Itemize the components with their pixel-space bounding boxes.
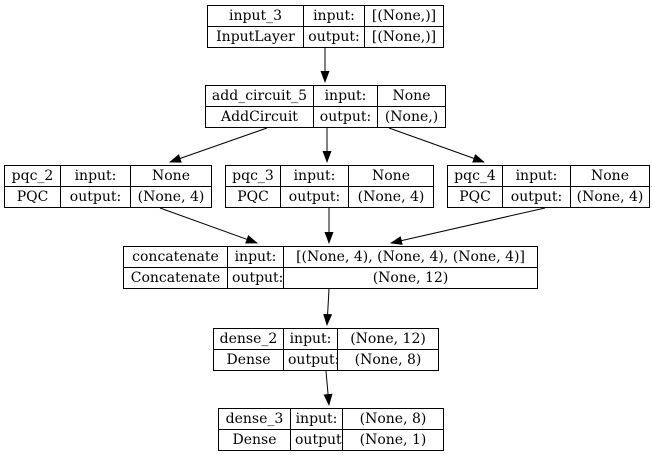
output-shape-cell: (None, 8): [337, 349, 439, 371]
node-dense_3: dense_3 input: (None, 8) Dense output: (…: [218, 408, 444, 451]
input-label-cell: input:: [502, 165, 571, 187]
input-label-cell: input:: [283, 328, 338, 350]
node-class-cell: Concatenate: [123, 267, 228, 289]
edge-concatenate-to-dense_2: [323, 288, 333, 326]
input-shape-cell: [(None,)]: [364, 5, 444, 27]
node-pqc_4: pqc_4 input: None PQC output: (None, 4): [447, 165, 650, 208]
node-dense_2: dense_2 input: (None, 12) Dense output: …: [213, 328, 439, 371]
node-name-cell: pqc_3: [225, 165, 281, 187]
edge-add_circuit_5-to-pqc_4: [388, 127, 485, 163]
output-shape-cell: (None,): [377, 106, 446, 128]
node-name-cell: add_circuit_5: [205, 85, 314, 107]
node-class-cell: Dense: [213, 349, 284, 371]
input-shape-cell: (None, 12): [337, 328, 439, 350]
output-label-cell: output:: [303, 26, 365, 48]
node-class-cell: AddCircuit: [205, 106, 314, 128]
output-label-cell: output:: [290, 429, 343, 451]
node-class-cell: PQC: [4, 186, 61, 208]
node-class-cell: InputLayer: [207, 26, 304, 48]
edge-add_circuit_5-to-pqc_2: [169, 127, 268, 163]
edge-pqc_4-to-concatenate: [390, 207, 546, 245]
input-label-cell: input:: [280, 165, 349, 187]
input-shape-cell: None: [130, 165, 212, 187]
input-shape-cell: None: [570, 165, 650, 187]
node-class-cell: PQC: [447, 186, 503, 208]
edge-pqc_2-to-concatenate: [159, 207, 258, 244]
input-shape-cell: [(None, 4), (None, 4), (None, 4)]: [283, 246, 538, 268]
input-shape-cell: (None, 8): [342, 408, 444, 430]
node-name-cell: dense_2: [213, 328, 284, 350]
output-shape-cell: (None, 4): [570, 186, 650, 208]
input-shape-cell: None: [377, 85, 446, 107]
output-shape-cell: (None, 4): [348, 186, 434, 208]
output-label-cell: output:: [60, 186, 131, 208]
edge-dense_2-to-dense_3: [323, 370, 333, 406]
node-add_circuit_5: add_circuit_5 input: None AddCircuit out…: [205, 85, 446, 128]
node-concatenate: concatenate input: [(None, 4), (None, 4)…: [123, 246, 538, 289]
output-shape-cell: (None, 4): [130, 186, 212, 208]
node-pqc_2: pqc_2 input: None PQC output: (None, 4): [4, 165, 212, 208]
input-label-cell: input:: [303, 5, 365, 27]
node-name-cell: dense_3: [218, 408, 291, 430]
output-shape-cell: (None, 1): [342, 429, 444, 451]
output-shape-cell: (None, 12): [283, 267, 538, 289]
output-label-cell: output:: [280, 186, 349, 208]
input-label-cell: input:: [290, 408, 343, 430]
node-class-cell: PQC: [225, 186, 281, 208]
output-label-cell: output:: [283, 349, 338, 371]
output-shape-cell: [(None,)]: [364, 26, 444, 48]
input-label-cell: input:: [60, 165, 131, 187]
output-label-cell: output:: [313, 106, 378, 128]
node-name-cell: concatenate: [123, 246, 228, 268]
node-pqc_3: pqc_3 input: None PQC output: (None, 4): [225, 165, 434, 208]
node-class-cell: Dense: [218, 429, 291, 451]
node-name-cell: input_3: [207, 5, 304, 27]
node-name-cell: pqc_4: [447, 165, 503, 187]
input-label-cell: input:: [313, 85, 378, 107]
node-input_3: input_3 input: [(None,)] InputLayer outp…: [207, 5, 444, 48]
node-name-cell: pqc_2: [4, 165, 61, 187]
input-label-cell: input:: [227, 246, 284, 268]
output-label-cell: output:: [502, 186, 571, 208]
output-label-cell: output:: [227, 267, 284, 289]
input-shape-cell: None: [348, 165, 434, 187]
